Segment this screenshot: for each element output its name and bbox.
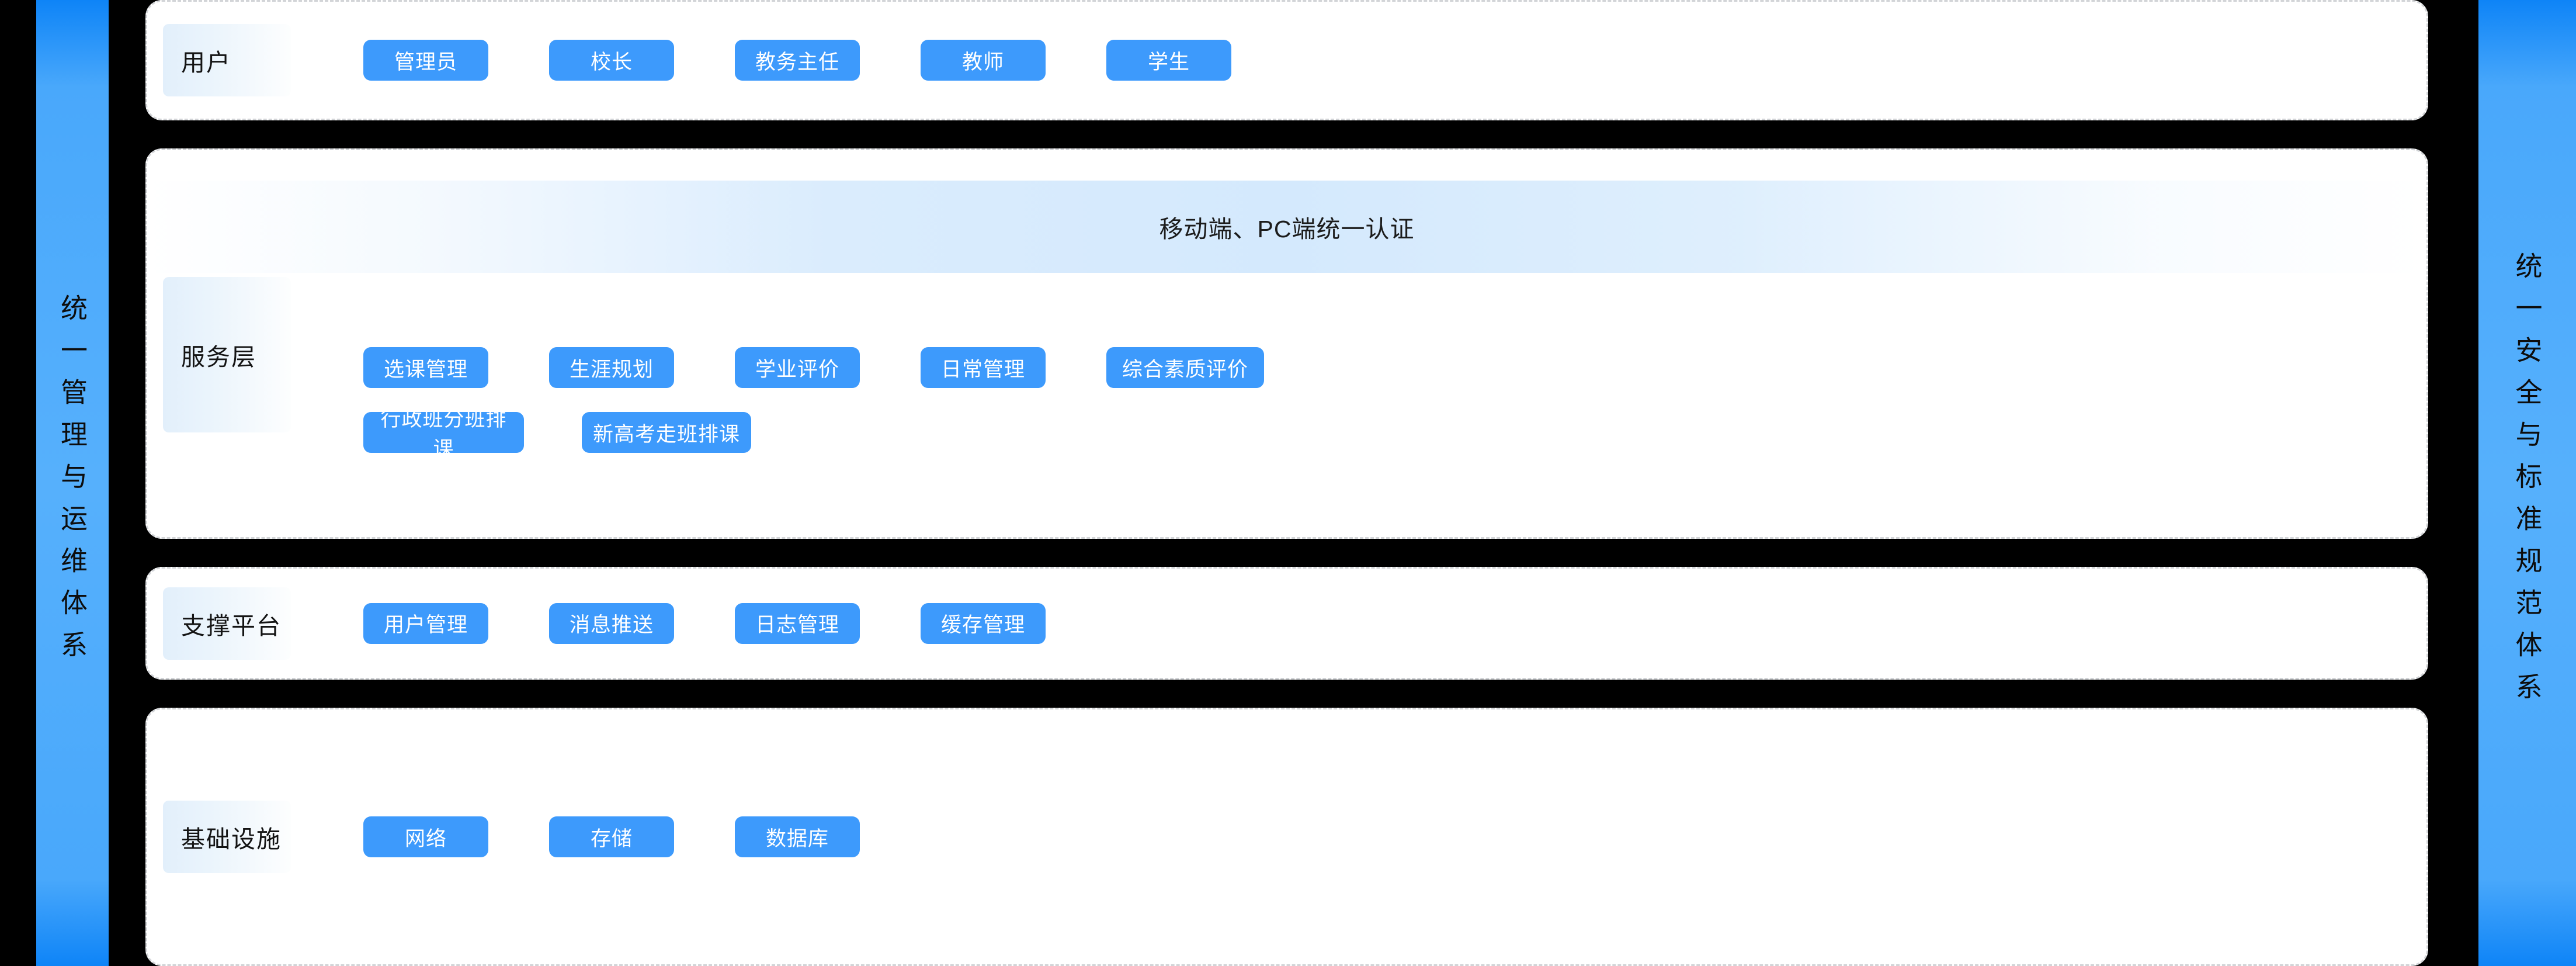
service-button-academic-evaluation[interactable]: 学业评价 — [735, 347, 860, 388]
layer-buttons-infrastructure: 网络 存储 数据库 — [291, 816, 2426, 857]
service-button-gaokao-elective-scheduling[interactable]: 新高考走班排课 — [582, 412, 751, 453]
user-role-button-teacher[interactable]: 教师 — [921, 40, 1046, 81]
layer-card-infrastructure: 基础设施 网络 存储 数据库 — [145, 708, 2428, 966]
infrastructure-button-database[interactable]: 数据库 — [735, 816, 860, 857]
layer-buttons-users: 管理员 校长 教务主任 教师 学生 — [291, 40, 2426, 81]
support-button-message-push[interactable]: 消息推送 — [549, 603, 674, 644]
button-line-infrastructure-1: 网络 存储 数据库 — [291, 816, 2426, 857]
infrastructure-button-storage[interactable]: 存储 — [549, 816, 674, 857]
support-button-log-management[interactable]: 日志管理 — [735, 603, 860, 644]
button-line-service-1: 选课管理 生涯规划 学业评价 日常管理 综合素质评价 — [291, 347, 2411, 388]
user-role-button-principal[interactable]: 校长 — [549, 40, 674, 81]
left-rail-label: 统一管理与运维体系 — [57, 293, 88, 673]
service-button-course-selection[interactable]: 选课管理 — [363, 347, 488, 388]
layer-card-service: 移动端、PC端统一认证 服务层 选课管理 生涯规划 学业评价 日常管理 综合素质… — [145, 148, 2428, 539]
unified-auth-banner-label: 移动端、PC端统一认证 — [1159, 216, 1415, 243]
service-button-comprehensive-quality-evaluation[interactable]: 综合素质评价 — [1106, 347, 1264, 388]
service-button-daily-management[interactable]: 日常管理 — [921, 347, 1046, 388]
layer-card-users: 用户 管理员 校长 教务主任 教师 学生 — [145, 0, 2428, 120]
layer-buttons-support: 用户管理 消息推送 日志管理 缓存管理 — [291, 603, 2426, 644]
user-role-button-admin[interactable]: 管理员 — [363, 40, 488, 81]
layer-buttons-service: 选课管理 生涯规划 学业评价 日常管理 综合素质评价 行政班分班排课 新高考走班… — [291, 277, 2411, 523]
user-role-button-student[interactable]: 学生 — [1106, 40, 1231, 81]
right-rail-unified-security: 统一安全与标准规范体系 — [2478, 0, 2576, 966]
layer-label-service: 服务层 — [163, 277, 291, 432]
button-line-service-2: 行政班分班排课 新高考走班排课 — [291, 408, 2411, 461]
layer-row-users: 用户 管理员 校长 教务主任 教师 学生 — [147, 2, 2426, 119]
left-rail-unified-management: 统一管理与运维体系 — [36, 0, 109, 966]
unified-auth-banner: 移动端、PC端统一认证 — [147, 181, 2426, 273]
right-rail-label: 统一安全与标准规范体系 — [2512, 251, 2543, 715]
layer-label-infrastructure: 基础设施 — [163, 801, 291, 873]
layer-card-support: 支撑平台 用户管理 消息推送 日志管理 缓存管理 — [145, 567, 2428, 680]
service-button-career-planning[interactable]: 生涯规划 — [549, 347, 674, 388]
layer-label-users: 用户 — [163, 24, 291, 96]
button-line-support-1: 用户管理 消息推送 日志管理 缓存管理 — [291, 603, 2426, 644]
layer-label-support: 支撑平台 — [163, 587, 291, 660]
support-button-cache-management[interactable]: 缓存管理 — [921, 603, 1046, 644]
layer-row-service: 服务层 选课管理 生涯规划 学业评价 日常管理 综合素质评价 行政班分班排课 新… — [163, 277, 2411, 523]
support-button-user-management[interactable]: 用户管理 — [363, 603, 488, 644]
button-line-users-1: 管理员 校长 教务主任 教师 学生 — [291, 40, 2426, 81]
user-role-button-academic-director[interactable]: 教务主任 — [735, 40, 860, 81]
architecture-layer-stack: 用户 管理员 校长 教务主任 教师 学生 移动端、PC端统一认证 服务层 选课管… — [145, 0, 2428, 966]
infrastructure-button-network[interactable]: 网络 — [363, 816, 488, 857]
layer-row-support: 支撑平台 用户管理 消息推送 日志管理 缓存管理 — [147, 569, 2426, 678]
service-button-admin-class-scheduling[interactable]: 行政班分班排课 — [363, 408, 524, 461]
layer-row-infrastructure: 基础设施 网络 存储 数据库 — [147, 709, 2426, 964]
